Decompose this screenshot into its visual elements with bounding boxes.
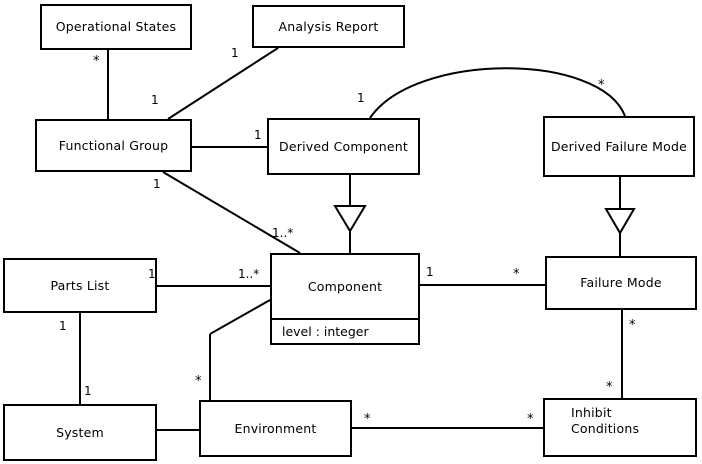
class-name-parts-list: Parts List [50,277,110,293]
multiplicity-component-to-functional-group: 1..* [272,226,294,240]
multiplicity-failure-mode-to-inhibit-conditions: * [629,318,636,333]
multiplicity-parts-list-to-system: 1 [59,319,67,333]
generalization-arrowhead-derived-component [333,205,367,233]
class-parts-list[interactable]: Parts List [3,258,157,313]
class-name-derived-component: Derived Component [279,138,408,154]
class-functional-group[interactable]: Functional Group [35,119,192,172]
class-name-component: Component [307,278,383,294]
class-name-failure-mode: Failure Mode [580,275,662,291]
multiplicity-component-to-failure-mode: 1 [426,265,434,279]
assoc-analysis-report-functional-group [167,47,279,120]
class-name-functional-group: Functional Group [58,137,169,153]
class-name-inhibit-conditions-line1: Inhibit [571,405,612,420]
generalization-arrowhead-derived-failure-mode [604,208,636,235]
multiplicity-environment-to-inhibit-conditions: * [364,412,371,427]
assoc-derived-component-derived-failure-mode [369,67,626,119]
multiplicity-derived-failure-mode-to-derived-component: * [598,78,605,93]
class-derived-failure-mode[interactable]: Derived Failure Mode [543,116,695,177]
class-name-environment: Environment [234,420,317,436]
multiplicity-component-to-environment: * [195,374,202,389]
multiplicity-analysis-report-end: 1 [231,46,239,60]
multiplicity-inhibit-conditions-to-failure-mode: * [606,380,613,395]
class-inhibit-conditions[interactable]: Inhibit Conditions [543,398,697,457]
class-attribute-component-level: level : integer [272,318,418,343]
class-component[interactable]: Component level : integer [270,253,420,345]
multiplicity-parts-list-to-component: 1 [148,267,156,281]
multiplicity-functional-group-to-derived-component: 1 [254,128,262,142]
class-operational-states[interactable]: Operational States [40,4,192,50]
class-failure-mode[interactable]: Failure Mode [545,256,697,310]
multiplicity-failure-mode-to-component: * [513,267,520,282]
class-name-system: System [56,424,104,440]
multiplicity-functional-group-to-component: 1 [153,177,161,191]
class-derived-component[interactable]: Derived Component [267,118,420,175]
multiplicity-derived-component-to-derived-failure-mode: 1 [357,91,365,105]
class-name-inhibit-conditions-line2: Conditions [571,421,640,437]
class-analysis-report[interactable]: Analysis Report [252,5,405,48]
multiplicity-system-to-parts-list: 1 [84,384,92,398]
class-system[interactable]: System [3,404,157,461]
class-name-operational-states: Operational States [55,19,177,35]
assoc-functional-group-component [162,171,301,254]
class-name-inhibit-conditions: Inhibit Conditions [545,400,695,455]
multiplicity-operational-states-end: * [93,54,100,69]
class-environment[interactable]: Environment [199,400,352,457]
class-name-analysis-report: Analysis Report [278,18,379,34]
class-name-derived-failure-mode: Derived Failure Mode [550,138,688,154]
assoc-component-environment-diagonal [209,299,271,335]
multiplicity-component-to-parts-list: 1..* [238,267,260,281]
multiplicity-inhibit-conditions-to-environment: * [527,412,534,427]
multiplicity-functional-group-to-operational-states: 1 [151,93,159,107]
